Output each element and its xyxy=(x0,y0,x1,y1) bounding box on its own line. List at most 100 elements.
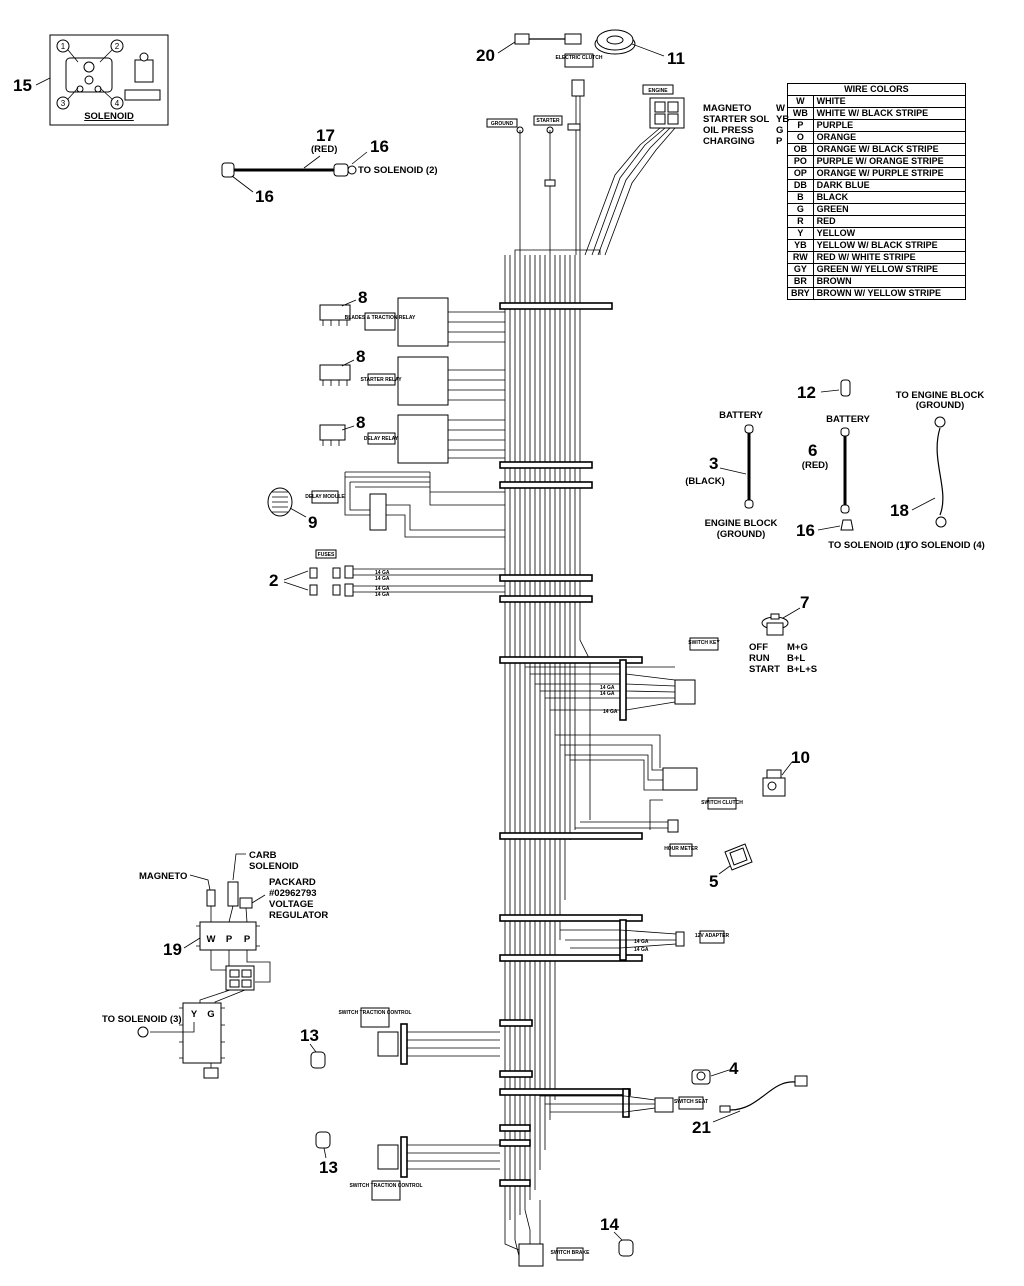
blades-relay-tag: BLADES & TRACTION RELAY xyxy=(345,315,416,321)
part-14 xyxy=(618,1239,634,1257)
wire-code: PO xyxy=(787,155,814,168)
starter-tag: STARTER xyxy=(536,118,560,124)
switch-traction-tag-1: SWITCH TRACTION CONTROL xyxy=(338,1010,411,1016)
regulator-pin-y: Y xyxy=(191,1009,198,1020)
wire-name: GREEN W/ YELLOW STRIPE xyxy=(812,263,966,276)
wire-name: BROWN xyxy=(812,275,966,288)
electric-clutch-tag: ELECTRIC CLUTCH xyxy=(556,55,603,61)
switch-key-tag: SWITCH KEY xyxy=(688,640,720,646)
regulator-packard-1: PACKARD xyxy=(269,877,316,888)
regulator-pin-p2: P xyxy=(244,934,251,945)
part-12 xyxy=(840,379,851,397)
wire-name: BROWN W/ YELLOW STRIPE xyxy=(812,287,966,300)
regulator-pin-p1: P xyxy=(226,934,233,945)
wire-name: WHITE W/ BLACK STRIPE xyxy=(812,107,966,120)
regulator-packard-4: REGULATOR xyxy=(269,910,328,921)
hour-meter-tag: HOUR METER xyxy=(664,846,698,852)
callout-19: 19 xyxy=(163,940,182,959)
harness-clamps xyxy=(400,302,643,1187)
legend-starter-sol-code: YB xyxy=(776,114,789,125)
key-state-table: OFF M+G RUN B+L START B+L+S xyxy=(749,642,817,675)
delay-module: DELAY MODULE xyxy=(267,471,505,538)
solenoid-inset: 1 2 3 4 SOLENOID xyxy=(49,34,169,126)
wire-name: ORANGE W/ BLACK STRIPE xyxy=(812,143,966,156)
fuses: FUSES 14 GA 14 GA 14 GA 14 GA xyxy=(309,549,505,598)
switch-traction-tag-2: SWITCH TRACTION CONTROL xyxy=(349,1183,422,1189)
wire-code: OB xyxy=(787,143,814,156)
relay-group: BLADES & TRACTION RELAY STARTER RELAY DE… xyxy=(319,297,505,464)
ground-cable-top-2: (GROUND) xyxy=(916,400,965,411)
engine-tag: ENGINE xyxy=(648,88,668,94)
key-state-off: OFF xyxy=(749,642,768,653)
wire-code: B xyxy=(787,191,814,204)
battery-cable-red: BATTERY (RED) TO SOLENOID (1) xyxy=(802,414,908,551)
key-gauge-3: 14 GA xyxy=(603,709,618,715)
wire-name: RED W/ WHITE STRIPE xyxy=(812,251,966,264)
terminal-3: 3 xyxy=(61,99,66,108)
wire-code: W xyxy=(787,95,814,108)
callout-8-a: 8 xyxy=(358,288,367,307)
callout-18: 18 xyxy=(890,501,909,520)
regulator-pin-w: W xyxy=(207,934,216,945)
callout-13-a: 13 xyxy=(300,1026,319,1045)
legend-starter-sol: STARTER SOL xyxy=(703,114,770,125)
legend-magneto-code: W xyxy=(776,103,785,114)
callout-6: 6 xyxy=(808,441,817,460)
fuse-holder xyxy=(514,33,582,45)
fuses-tag: FUSES xyxy=(318,552,335,558)
key-switch xyxy=(761,613,789,636)
key-contacts-run: B+L xyxy=(787,653,805,664)
callout-16-right: 16 xyxy=(796,521,815,540)
regulator-magneto: MAGNETO xyxy=(139,871,187,882)
wire-colors-title: WIRE COLORS xyxy=(787,83,966,96)
callout-14: 14 xyxy=(600,1215,619,1234)
starter-relay-tag: STARTER RELAY xyxy=(360,377,402,383)
regulator-pin-g: G xyxy=(207,1009,214,1020)
battery-cable-black: BATTERY (BLACK) ENGINE BLOCK (GROUND) xyxy=(685,410,777,540)
ground-cable-top-1: TO ENGINE BLOCK xyxy=(896,390,985,401)
wire-code: DB xyxy=(787,179,814,192)
callout-8-b: 8 xyxy=(356,347,365,366)
battery-black-top: BATTERY xyxy=(719,410,763,421)
adapter-gauge-2: 14 GA xyxy=(634,947,649,953)
key-contacts-off: M+G xyxy=(787,642,808,653)
wire-code: YB xyxy=(787,239,814,252)
terminal-2: 2 xyxy=(115,42,120,51)
callout-4: 4 xyxy=(729,1059,739,1078)
callout-2: 2 xyxy=(269,571,278,590)
legend-oil-press: OIL PRESS xyxy=(703,125,754,136)
seat-switch-part xyxy=(691,1069,711,1085)
wire-name: PURPLE W/ ORANGE STRIPE xyxy=(812,155,966,168)
callout-15: 15 xyxy=(13,76,32,95)
regulator-packard-2: #02962793 xyxy=(269,888,317,899)
regulator-carb-2: SOLENOID xyxy=(249,861,299,872)
callout-10: 10 xyxy=(791,748,810,767)
voltage-regulator-area: MAGNETO CARB SOLENOID PACKARD #02962793 … xyxy=(102,850,328,1079)
wire-name: DARK BLUE xyxy=(812,179,966,192)
callout-17: 17 xyxy=(316,126,335,145)
wire-code: WB xyxy=(787,107,814,120)
wire-name: WHITE xyxy=(812,95,966,108)
terminal-4: 4 xyxy=(115,99,120,108)
key-gauge-2: 14 GA xyxy=(600,691,615,697)
callout-5: 5 xyxy=(709,872,718,891)
wire-name: ORANGE xyxy=(812,131,966,144)
fuse-gauge-3: 14 GA xyxy=(375,586,390,592)
wire-name: GREEN xyxy=(812,203,966,216)
wire-code: P xyxy=(787,119,814,132)
part-13-a xyxy=(310,1051,326,1069)
solenoid-caption: SOLENOID xyxy=(84,111,134,122)
switch-seat-tag: SWITCH SEAT xyxy=(674,1099,708,1105)
regulator-packard-3: VOLTAGE xyxy=(269,899,314,910)
engine-wire-legend: MAGNETO W STARTER SOL YB OIL PRESS G CHA… xyxy=(703,103,789,147)
battery-black-bottom-2: (GROUND) xyxy=(717,529,766,540)
electric-clutch-part xyxy=(594,29,636,55)
regulator-to-solenoid: TO SOLENOID (3) xyxy=(102,1014,182,1025)
wire-code: RW xyxy=(787,251,814,264)
wire-code: GY xyxy=(787,263,814,276)
callout-13-b: 13 xyxy=(319,1158,338,1177)
ground-tag: GROUND xyxy=(491,121,514,127)
key-state-run: RUN xyxy=(749,653,770,664)
battery-black-color: (BLACK) xyxy=(685,476,725,487)
